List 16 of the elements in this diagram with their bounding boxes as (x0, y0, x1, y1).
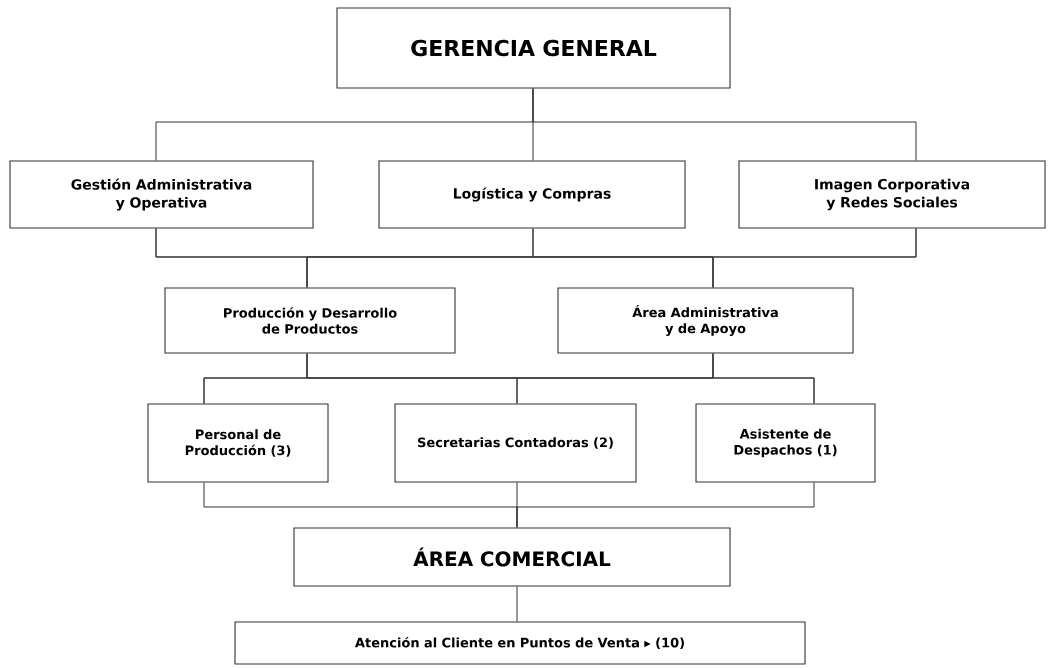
connector-line (712, 228, 917, 288)
connector-line (516, 586, 518, 622)
org-box: Imagen Corporativa y Redes Sociales (738, 160, 1046, 229)
connector-line (712, 353, 815, 404)
org-box: GERENCIA GENERAL (336, 7, 731, 89)
org-box: Asistente de Despachos (1) (695, 403, 876, 483)
org-box: Gestión Administrativa y Operativa (9, 160, 314, 229)
org-box: Personal de Producción (3) (147, 403, 329, 483)
connector-line (516, 482, 815, 528)
org-box: Área Administrativa y de Apoyo (557, 287, 854, 354)
org-box: Secretarias Contadoras (2) (394, 403, 637, 483)
org-box: Producción y Desarrollo de Productos (164, 287, 456, 354)
org-box: Atención al Cliente en Puntos de Venta ▸ (10) (234, 621, 806, 665)
org-box: Logística y Compras (378, 160, 686, 229)
connector-line (532, 88, 917, 161)
org-box: ÁREA COMERCIAL (293, 527, 731, 587)
